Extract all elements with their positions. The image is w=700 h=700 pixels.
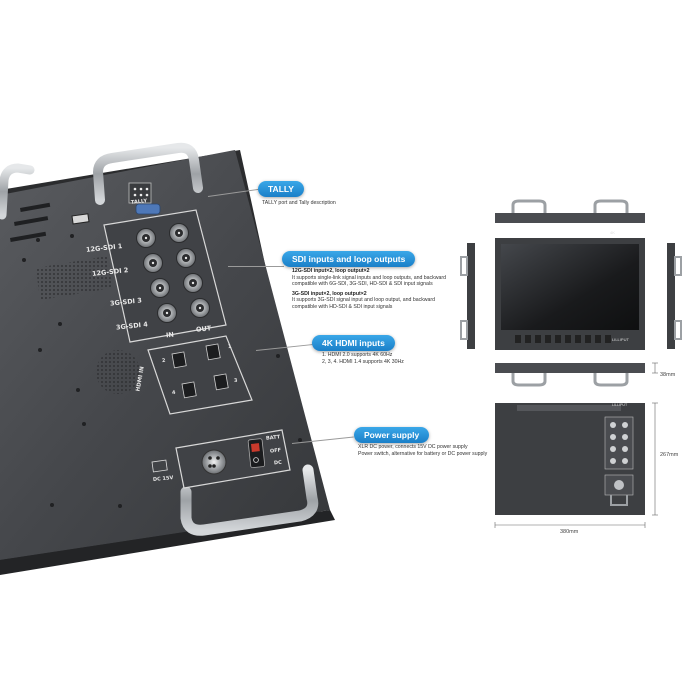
hdmi-port-3 bbox=[213, 373, 229, 391]
orthographic-views bbox=[460, 199, 682, 528]
hdmi-line1: 1. HDMI 2.0 supports 4K 60Hz bbox=[322, 352, 393, 358]
power-callout-desc: XLR DC power, connects 15V DC power supp… bbox=[358, 444, 487, 457]
sdi-item2-line2: compatible with HD-SDI & SDI input signa… bbox=[292, 303, 393, 310]
sdi-out-label: OUT bbox=[195, 324, 212, 334]
tally-callout-desc: TALLY port and Tally description bbox=[262, 200, 336, 206]
height-dimension-label: 267mm bbox=[660, 452, 679, 458]
hdmi-port-1 bbox=[205, 343, 221, 361]
sdi-item1-line2: compatible with 6G-SDI, 3G-SDI, HD-SDI &… bbox=[292, 281, 433, 288]
bnc-connector bbox=[183, 273, 203, 293]
switch-dc-label: DC bbox=[273, 459, 283, 467]
dimension-lines bbox=[494, 362, 658, 528]
hdmi-3-label: 3 bbox=[233, 377, 238, 385]
power-line2: Power switch, alternative for battery or… bbox=[358, 450, 488, 457]
tally-connector bbox=[128, 182, 161, 215]
hdmi-panel bbox=[147, 335, 253, 415]
bottom-view bbox=[495, 363, 645, 387]
rear-view bbox=[495, 403, 645, 515]
power-switch bbox=[247, 438, 266, 469]
bnc-connector bbox=[176, 248, 196, 268]
sdi-in-label: IN bbox=[165, 330, 175, 340]
bnc-connector bbox=[157, 303, 177, 323]
vent-slots bbox=[10, 202, 51, 242]
sdi-item1-head: 12G-SDI input×2, loop output×2 bbox=[292, 268, 370, 274]
sdi-item2-head: 3G-SDI input×2, loop output×2 bbox=[292, 290, 367, 297]
bottom-handle bbox=[180, 464, 319, 536]
hdmi-1-label: 1 bbox=[227, 343, 232, 351]
top-handle-left bbox=[0, 163, 35, 220]
power-line1: XLR DC power, connects 15V DC power supp… bbox=[358, 444, 468, 450]
bnc-connector bbox=[136, 228, 156, 248]
dc-polarity-symbol bbox=[151, 459, 168, 473]
bnc-connector bbox=[190, 298, 210, 318]
hdmi-callout-title: 4K HDMI inputs bbox=[312, 335, 395, 351]
sdi-callout-desc: 12G-SDI input×2, loop output×2 It suppor… bbox=[292, 268, 482, 311]
power-callout-title: Power supply bbox=[354, 427, 430, 443]
sdi-item2-line1: It supports 3G-SDI signal input and loop… bbox=[292, 297, 436, 304]
sdi-leader-line bbox=[228, 266, 284, 267]
right-side-view bbox=[667, 243, 682, 349]
speaker-grill-round bbox=[96, 350, 140, 394]
bnc-connectors bbox=[136, 223, 210, 323]
left-side-view bbox=[460, 243, 475, 349]
bnc-connector bbox=[169, 223, 189, 243]
sdi-callout-title: SDI inputs and loop outputs bbox=[282, 251, 416, 267]
hdmi-port-2 bbox=[171, 351, 187, 369]
speaker-grill-top bbox=[36, 256, 112, 300]
front-view bbox=[495, 238, 645, 350]
hdmi-callout-desc: 1. HDMI 2.0 supports 4K 60Hz 2, 3, 4. HD… bbox=[322, 352, 404, 365]
switch-off-label: OFF bbox=[269, 447, 282, 455]
front-model-badge: 4K bbox=[610, 230, 615, 235]
top-handle-right bbox=[92, 142, 203, 205]
usb-port bbox=[71, 213, 90, 225]
hdmi-line2: 2, 3, 4. HDMI 1.4 supports 4K 30Hz bbox=[322, 358, 404, 365]
hdmi-port-4 bbox=[181, 381, 197, 399]
bnc-connector bbox=[143, 253, 163, 273]
width-dimension-label: 380mm bbox=[560, 529, 579, 535]
screw-holes bbox=[22, 234, 302, 508]
tally-callout-title: TALLY bbox=[258, 181, 304, 197]
top-view bbox=[495, 199, 645, 223]
rear-logo: LILLIPUT bbox=[612, 403, 628, 407]
hdmi-4-label: 4 bbox=[171, 389, 176, 397]
sdi-item1-line1: It supports single-link signal inputs an… bbox=[292, 274, 446, 281]
depth-dimension-label: 38mm bbox=[660, 372, 676, 378]
bnc-connector bbox=[150, 278, 170, 298]
power-panel bbox=[151, 429, 291, 489]
front-logo: LILLIPUT bbox=[612, 337, 629, 342]
hdmi-2-label: 2 bbox=[161, 357, 166, 365]
xlr-power-connector bbox=[201, 449, 227, 475]
